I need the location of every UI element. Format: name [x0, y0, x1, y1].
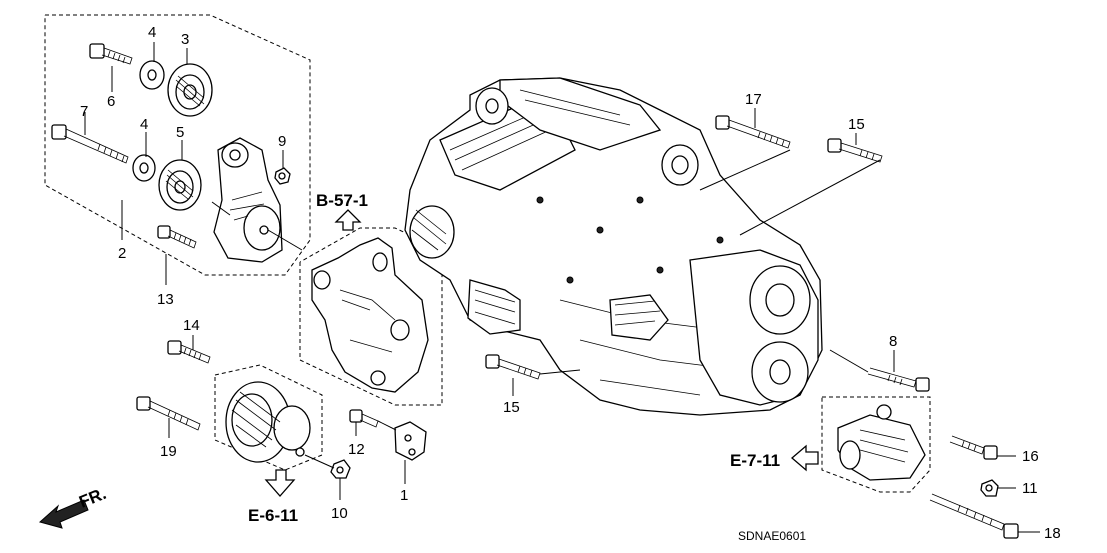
- callout-2: 2: [118, 245, 126, 262]
- starter-group-frame: [821, 396, 931, 493]
- reference-e6-11: E-6-11: [248, 506, 298, 525]
- bolt-7: [51, 124, 129, 164]
- callout-14: 14: [183, 317, 200, 334]
- b57-up-arrow: [334, 209, 362, 231]
- tensioner-group-frame: [44, 14, 311, 276]
- bolt-19: [136, 396, 201, 431]
- bolt-13: [157, 225, 197, 249]
- engine-mount-bracket: [311, 237, 429, 393]
- callout-18: 18: [1044, 525, 1061, 542]
- bolt-15-top: [827, 138, 883, 163]
- bolt-16: [949, 435, 998, 460]
- front-direction-arrow: [38, 499, 89, 529]
- bracket-group-frame: [299, 227, 443, 406]
- idler-pulley-5: [158, 159, 202, 211]
- callout-3: 3: [181, 31, 189, 48]
- e611-down-arrow: [264, 469, 296, 497]
- callout-15-lower: 15: [503, 399, 520, 416]
- nut-9: [274, 167, 291, 185]
- callout-15-top: 15: [848, 116, 865, 133]
- callout-9: 9: [278, 133, 286, 150]
- callout-8: 8: [889, 333, 897, 350]
- bolt-12: [349, 409, 379, 428]
- washer-4-lower: [132, 154, 156, 182]
- callout-4-top: 4: [148, 24, 156, 41]
- engine-assembly: [404, 77, 823, 416]
- bolt-18: [929, 493, 1019, 539]
- leader-lines: [84, 42, 1040, 533]
- bolt-15-lower: [485, 354, 541, 380]
- auto-tensioner: [213, 137, 283, 263]
- callout-4-lower: 4: [140, 116, 148, 133]
- callout-12: 12: [348, 441, 365, 458]
- diagram-code: SDNAE0601: [738, 529, 806, 543]
- callout-numbers: 2 4 3 6 7 4 5 9 13 17 15 8 14 15 19 12 1…: [80, 24, 1061, 542]
- callout-5: 5: [176, 124, 184, 141]
- callout-6: 6: [107, 93, 115, 110]
- reference-b57-1: B-57-1: [316, 191, 368, 210]
- callout-1: 1: [400, 487, 408, 504]
- callout-13: 13: [157, 291, 174, 308]
- front-label: FR.: [76, 484, 109, 512]
- reference-e7-11: E-7-11: [730, 451, 780, 470]
- bolt-6: [89, 43, 133, 65]
- callout-10: 10: [331, 505, 348, 522]
- callout-7: 7: [80, 103, 88, 120]
- alternator: [225, 381, 311, 463]
- alternator-bracket-1: [394, 421, 427, 461]
- bolt-17: [715, 115, 791, 149]
- e711-left-arrow: [791, 444, 819, 472]
- callout-17: 17: [745, 91, 762, 108]
- callout-16: 16: [1022, 448, 1039, 465]
- callout-11: 11: [1022, 480, 1038, 497]
- nut-11: [980, 479, 999, 497]
- bolt-14: [167, 340, 211, 364]
- washer-4-top: [139, 60, 165, 90]
- idler-pulley-3: [167, 63, 213, 117]
- starter-motor: [837, 404, 926, 481]
- bolt-8: [867, 367, 930, 392]
- callout-19: 19: [160, 443, 177, 460]
- nut-10: [330, 459, 351, 479]
